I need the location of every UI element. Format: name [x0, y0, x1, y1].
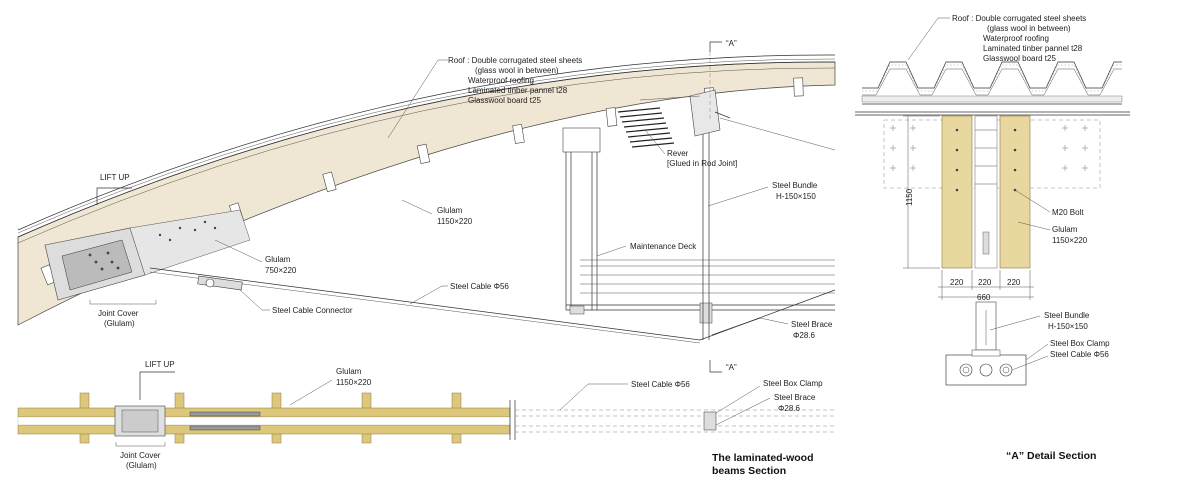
steel-brace-label: Steel Brace Φ28.6 [759, 317, 833, 340]
svg-text:Waterproof roofing: Waterproof roofing [983, 34, 1049, 43]
detail-glulam-label: Glulam 1150×220 [1017, 221, 1088, 245]
roof-note-line-2: (glass wool in between) [475, 66, 559, 75]
svg-text:Maintenance Deck: Maintenance Deck [630, 242, 697, 251]
detail-width-dims: 220 220 220 660 [938, 270, 1034, 302]
section-a-top: “A” [709, 39, 737, 120]
steel-cable-connector-label: Steel Cable Connector [239, 289, 353, 315]
svg-text:Steel Bundle: Steel Bundle [772, 181, 818, 190]
plan-title: The laminated-wood beams Section [712, 452, 814, 477]
plan-joint-cover-label: Joint Cover (Glulam) [115, 442, 166, 470]
svg-text:Steel Cable Φ56: Steel Cable Φ56 [1050, 350, 1109, 359]
roof-note-line-5: Glasswool board t25 [468, 96, 541, 105]
svg-text:(glass wool in between): (glass wool in between) [987, 24, 1071, 33]
plan-steel-cable-label: Steel Cable Φ56 [559, 380, 690, 411]
svg-text:1150: 1150 [905, 188, 914, 206]
roof-note: Roof : Double corrugated steel sheets (g… [387, 56, 582, 139]
svg-text:(Glulam): (Glulam) [104, 319, 135, 328]
svg-text:Rever: Rever [667, 149, 689, 158]
svg-text:220: 220 [1007, 278, 1021, 287]
svg-text:Joint Cover: Joint Cover [120, 451, 161, 460]
steel-cable [149, 267, 836, 341]
svg-text:Φ28.6: Φ28.6 [778, 404, 801, 413]
maintenance-deck-frame [562, 127, 835, 324]
detail-beam-left [941, 115, 973, 269]
svg-text:H-150×150: H-150×150 [776, 192, 816, 201]
plan-title-line-1: The laminated-wood [712, 452, 814, 464]
plan-section: LIFT UP Glulam 1150×220 Joint Cover (Glu… [17, 360, 835, 477]
svg-text:M20 Bolt: M20 Bolt [1052, 208, 1084, 217]
svg-text:[Glued in Rod Joint]: [Glued in Rod Joint] [667, 159, 737, 168]
lift-up-label: LIFT UP [100, 173, 130, 182]
detail-roof [855, 61, 1130, 116]
plan-beam-top [17, 407, 511, 418]
svg-text:Steel Box Clamp: Steel Box Clamp [763, 379, 823, 388]
plan-box-clamp-label: Steel Box Clamp [715, 379, 823, 414]
steel-cable-connector [197, 275, 243, 291]
svg-text:(Glulam): (Glulam) [126, 461, 157, 470]
section-a-top-label: “A” [726, 39, 737, 48]
rever-label: Rever [Glued in Rod Joint] [644, 129, 737, 168]
plan-glulam-label: Glulam 1150×220 [289, 367, 372, 406]
detail-steel-bundle-label: Steel Bundle H-150×150 [989, 311, 1090, 331]
svg-text:1150×220: 1150×220 [336, 378, 372, 387]
svg-text:660: 660 [977, 293, 991, 302]
plan-title-line-2: beams Section [712, 465, 786, 477]
svg-text:Steel Cable Φ56: Steel Cable Φ56 [450, 282, 509, 291]
svg-text:220: 220 [978, 278, 992, 287]
roof-note-line-1: Roof : Double corrugated steel sheets [448, 56, 582, 65]
detail-height-dim: 1150 [903, 115, 940, 269]
detail-box-clamp [945, 349, 1027, 386]
svg-text:1150×220: 1150×220 [437, 217, 473, 226]
svg-text:H-150×150: H-150×150 [1048, 322, 1088, 331]
plan-lift-up: LIFT UP [139, 360, 175, 400]
svg-text:Steel Brace: Steel Brace [791, 320, 833, 329]
svg-text:Glulam: Glulam [1052, 225, 1078, 234]
rever-rods [617, 107, 675, 148]
plan-steel-brace-label: Steel Brace Φ28.6 [715, 393, 816, 426]
svg-text:Φ28.6: Φ28.6 [793, 331, 816, 340]
svg-text:Glasswool board t25: Glasswool board t25 [983, 54, 1056, 63]
glulam-main-label: Glulam 1150×220 [401, 199, 473, 226]
maintenance-deck-label: Maintenance Deck [596, 242, 697, 257]
svg-text:Steel Cable Φ56: Steel Cable Φ56 [631, 380, 690, 389]
svg-text:Roof : Double corrugated steel: Roof : Double corrugated steel sheets [952, 14, 1086, 23]
roof-note-line-3: Waterproof roofing [468, 76, 534, 85]
roof-note-line-4: Laminated tinber pannel t28 [468, 86, 568, 95]
svg-text:1150×220: 1150×220 [1052, 236, 1088, 245]
roof-line [17, 61, 836, 238]
svg-text:LIFT UP: LIFT UP [145, 360, 175, 369]
detail-m20-bolt-label: M20 Bolt [1014, 189, 1084, 217]
detail-section: 1150 220 220 220 660 [855, 14, 1130, 462]
svg-text:750×220: 750×220 [265, 266, 297, 275]
svg-text:Steel Cable Connector: Steel Cable Connector [272, 306, 353, 315]
main-section: LIFT UP [17, 39, 836, 373]
lift-up-marker: LIFT UP [96, 173, 132, 205]
svg-text:220: 220 [950, 278, 964, 287]
glulam-small-label: Glulam 750×220 [214, 239, 297, 275]
svg-text:Joint Cover: Joint Cover [98, 309, 139, 318]
svg-text:Glulam: Glulam [336, 367, 362, 376]
svg-text:Steel Box Clamp: Steel Box Clamp [1050, 339, 1110, 348]
detail-roof-note: Roof : Double corrugated steel sheets (g… [907, 14, 1086, 63]
plan-beam-bottom [17, 424, 511, 435]
steel-cable-label: Steel Cable Φ56 [409, 282, 509, 305]
detail-title: “A” Detail Section [1006, 450, 1096, 462]
section-a-bottom: “A” [709, 360, 737, 373]
joint-cover [44, 209, 251, 301]
detail-beam-right [999, 115, 1031, 269]
svg-text:Steel Bundle: Steel Bundle [1044, 311, 1090, 320]
svg-text:Glulam: Glulam [437, 206, 463, 215]
section-a-bottom-label: “A” [726, 363, 737, 372]
top-connector [639, 89, 836, 151]
detail-box-clamp-label: Steel Box Clamp [1025, 339, 1110, 361]
joint-cover-label: Joint Cover (Glulam) [89, 300, 157, 328]
detail-steel-cable-label: Steel Cable Φ56 [1011, 350, 1109, 371]
plan-box-clamp [703, 411, 717, 431]
svg-text:Laminated tinber pannel t28: Laminated tinber pannel t28 [983, 44, 1083, 53]
svg-text:Steel Brace: Steel Brace [774, 393, 816, 402]
steel-bundle-label: Steel Bundle H-150×150 [707, 181, 818, 207]
svg-text:Glulam: Glulam [265, 255, 291, 264]
